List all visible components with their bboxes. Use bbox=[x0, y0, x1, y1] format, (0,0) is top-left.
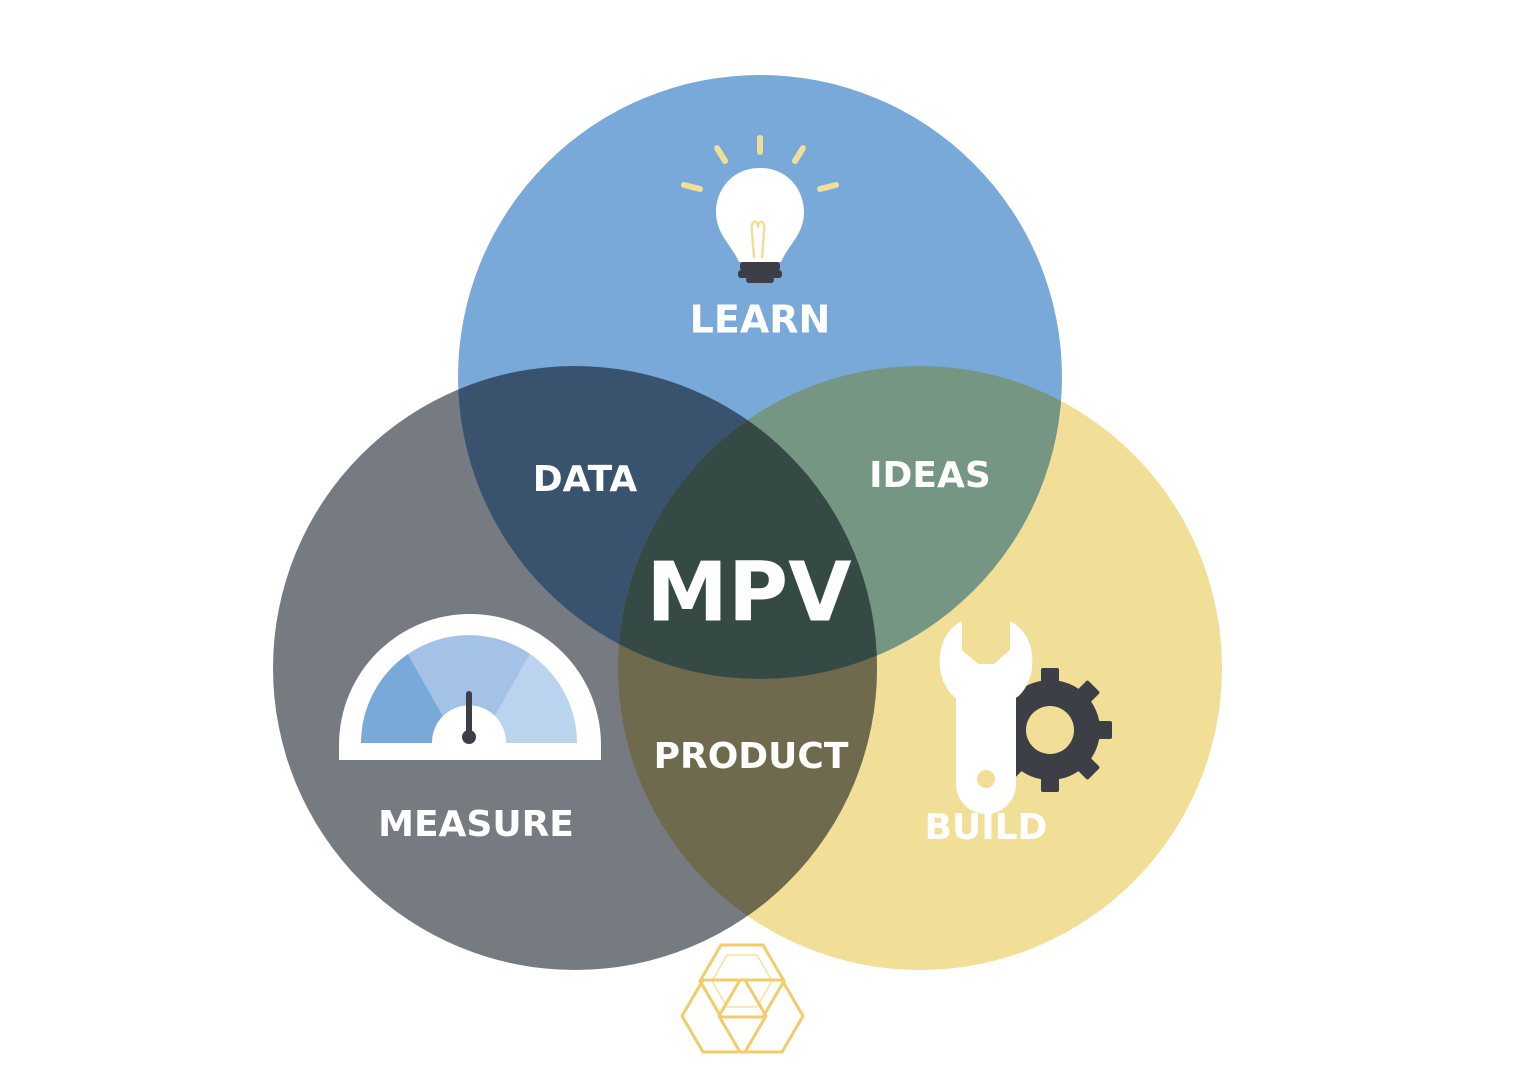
lightbulb-icon bbox=[681, 135, 839, 283]
gauge-icon bbox=[339, 614, 601, 760]
learn-label: LEARN bbox=[690, 298, 831, 342]
measure-label: MEASURE bbox=[378, 804, 574, 845]
product-label: PRODUCT bbox=[654, 736, 849, 777]
data-label: DATA bbox=[533, 459, 638, 500]
mpv-label: MPV bbox=[646, 545, 852, 640]
build-label: BUILD bbox=[925, 807, 1048, 848]
ideas-label: IDEAS bbox=[869, 455, 991, 496]
wrench-gear-icon bbox=[939, 621, 1112, 814]
center-overlap bbox=[618, 366, 877, 679]
hexagon-logo bbox=[680, 943, 805, 1054]
